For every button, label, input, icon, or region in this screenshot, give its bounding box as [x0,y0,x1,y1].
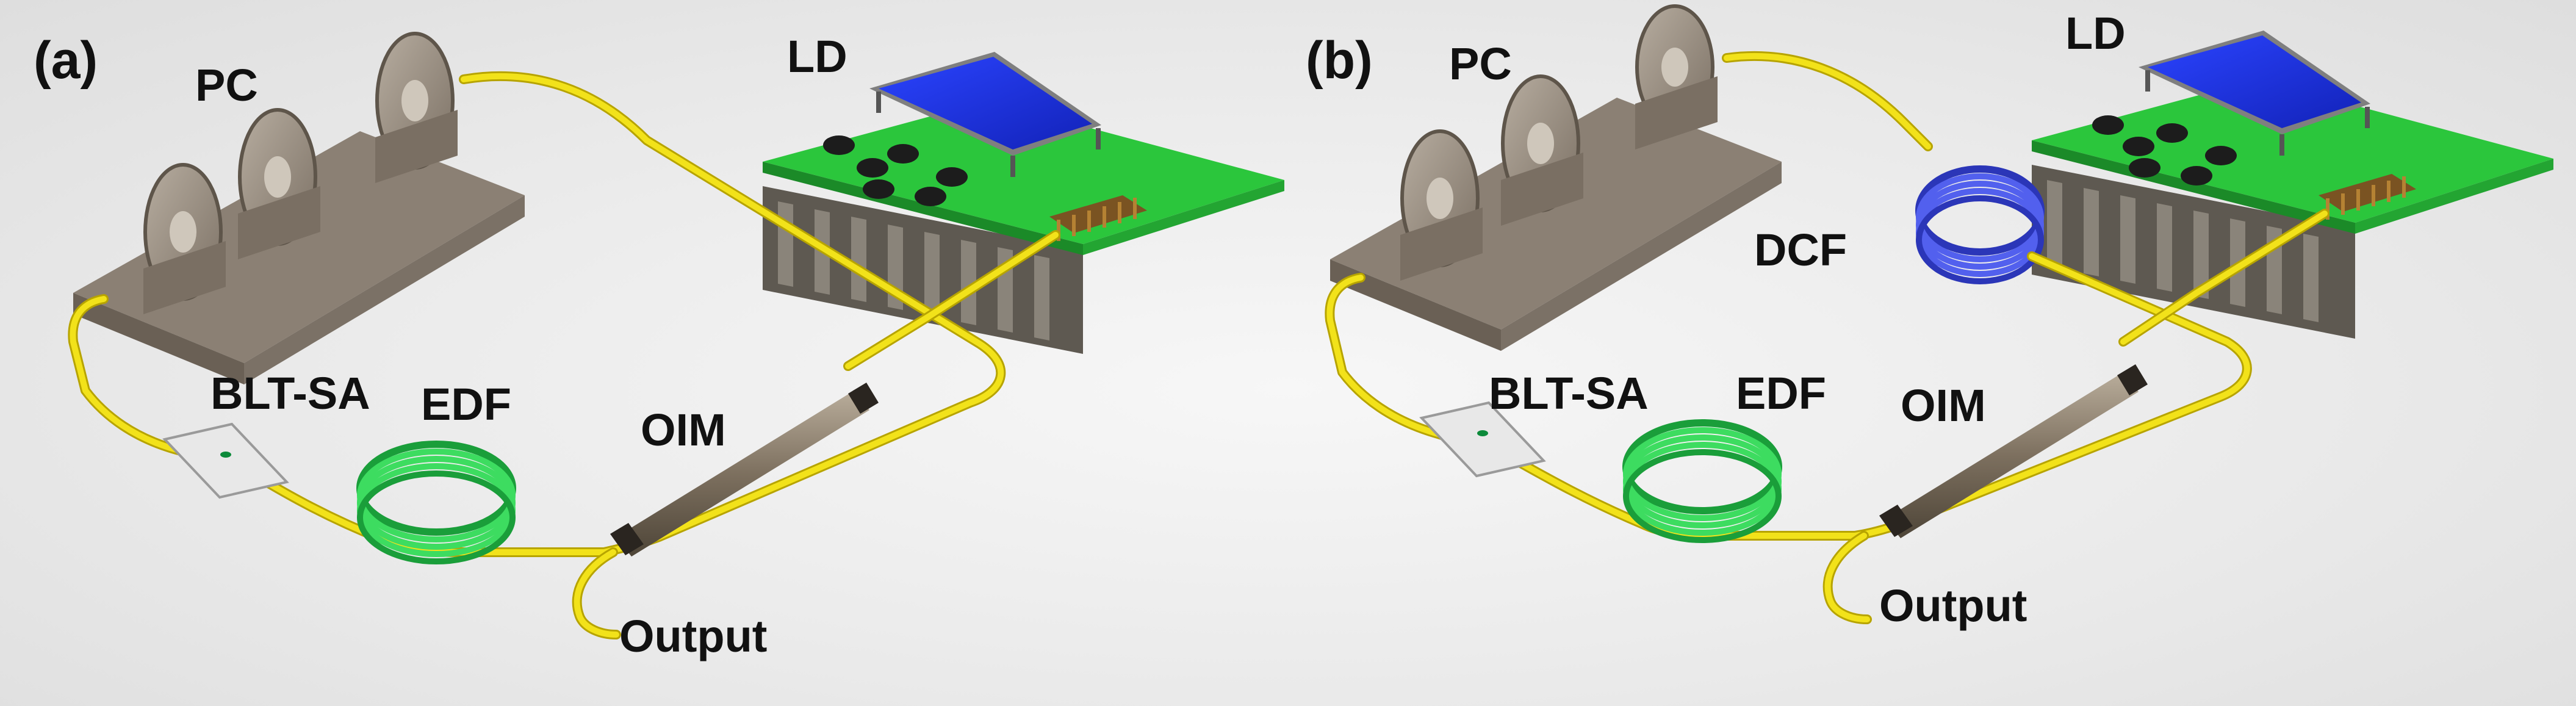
fiber-loop-b [1325,51,2330,624]
fiber-loop-a [68,71,1060,639]
label-blt-sa-b: BLT-SA [1489,368,1649,419]
ld-screen-b [2139,31,2370,156]
label-dcf-b: DCF [1754,225,1847,275]
pc-paddle-2-b [1501,74,1583,226]
label-ld-a: LD [787,31,847,82]
pc-polarization-controller-b [1330,4,1782,351]
ld-laser-diode-board-a [763,52,1284,354]
pc-paddle-3-a [375,32,458,183]
label-output-b: Output [1879,580,2027,631]
ld-chip-a [1049,195,1147,241]
panel-a: (a) PC LD BLT-SA EDF OIM Output [34,31,1284,661]
edf-coil-b [1622,419,1782,543]
edf-coil-a [356,441,516,564]
ld-buttons-b [2092,115,2237,186]
ld-buttons-a [823,135,968,206]
label-oim-b: OIM [1901,380,1986,431]
label-pc-b: PC [1449,38,1512,89]
label-pc-a: PC [195,60,258,110]
panel-label-a: (a) [34,31,98,90]
dcf-coil-b [1915,165,2045,284]
oim-optical-integrated-module-b [1879,364,2148,538]
pc-paddle-1-b [1400,129,1483,281]
blt-sa-saturable-absorber-b [1419,401,1546,478]
oim-optical-integrated-module-a [610,383,879,557]
pc-paddle-2-a [238,108,320,259]
blt-sa-saturable-absorber-a [162,422,289,499]
label-blt-sa-a: BLT-SA [210,368,370,419]
label-oim-a: OIM [641,405,726,455]
ld-screen-a [869,52,1101,177]
pc-paddle-3-b [1635,4,1718,149]
panel-b: (b) PC LD DCF BLT-SA EDF OIM Output [1306,4,2553,631]
pc-paddle-1-a [143,163,226,314]
label-edf-b: EDF [1736,368,1826,419]
heatsink-fins-a [778,201,1049,340]
label-output-a: Output [619,611,767,661]
pc-polarization-controller-a [73,32,525,384]
label-edf-a: EDF [421,379,511,430]
panel-label-b: (b) [1306,31,1373,90]
label-ld-b: LD [2065,8,2126,59]
